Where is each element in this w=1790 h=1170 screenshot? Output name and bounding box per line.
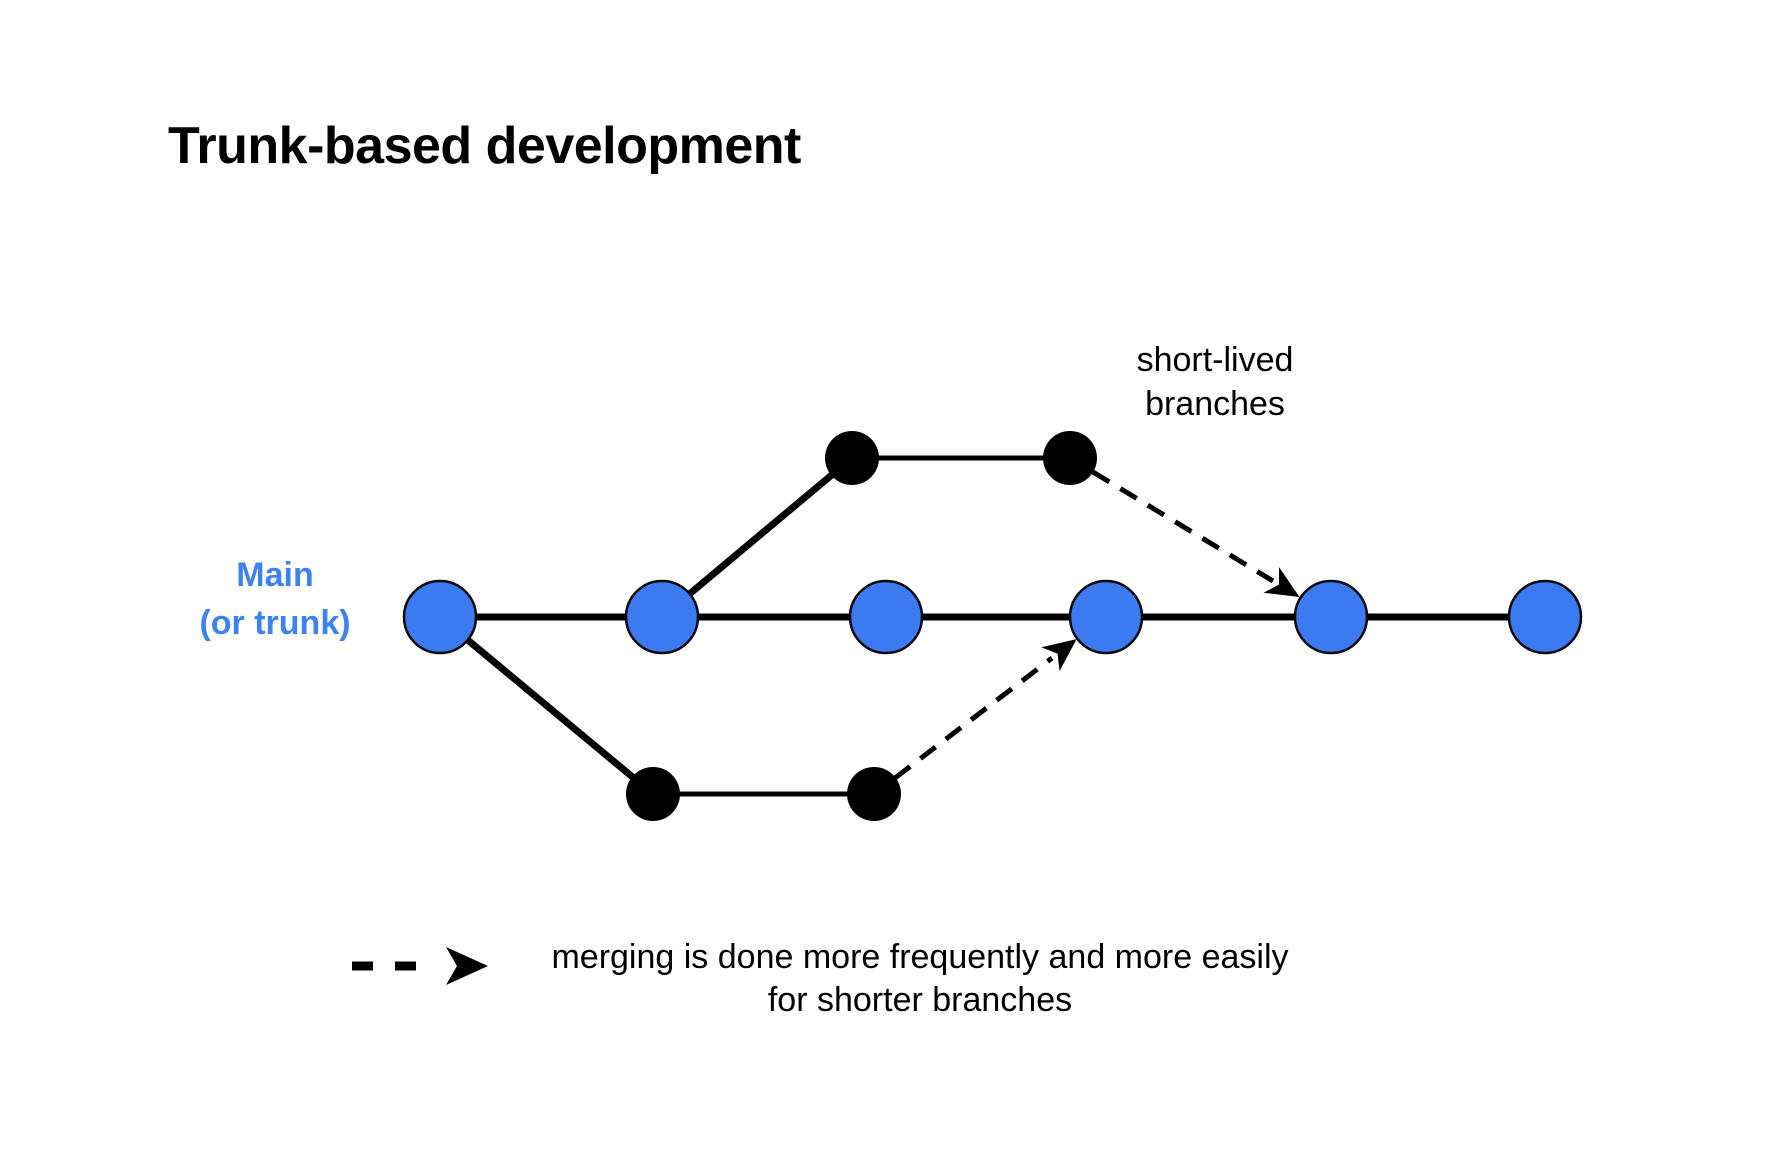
commit-node-top-branch-2 — [1043, 431, 1097, 485]
legend-caption-line1: merging is done more frequently and more… — [551, 938, 1289, 976]
legend-caption-line2: for shorter branches — [767, 981, 1073, 1019]
branch-out-line-top — [659, 455, 855, 620]
commit-node-main-3 — [848, 579, 924, 655]
commit-node-main-1 — [402, 579, 478, 655]
short-lived-branches-label: short-lived branches — [1065, 338, 1365, 426]
main-branch-label: Main (or trunk) — [150, 551, 400, 647]
short-lived-label-line2: branches — [1145, 385, 1285, 423]
main-branch-label-line2: (or trunk) — [199, 604, 351, 642]
commit-node-main-4 — [1068, 579, 1144, 655]
legend-caption: merging is done more frequently and more… — [525, 936, 1315, 1022]
commit-node-main-6 — [1507, 579, 1583, 655]
dashed-merge-arrow-icon — [352, 947, 488, 985]
merge-arrow-bottom — [893, 639, 1077, 780]
merge-arrow-top — [1091, 469, 1300, 598]
branch-out-line-bottom — [437, 614, 656, 797]
commit-node-main-5 — [1293, 579, 1369, 655]
commit-node-bottom-branch-1 — [626, 767, 680, 821]
short-lived-label-line1: short-lived — [1136, 341, 1294, 379]
commit-node-bottom-branch-2 — [847, 767, 901, 821]
main-branch-label-line1: Main — [236, 556, 314, 594]
page-title: Trunk-based development — [168, 117, 801, 175]
commit-node-main-2 — [624, 579, 700, 655]
commit-node-top-branch-1 — [825, 431, 879, 485]
